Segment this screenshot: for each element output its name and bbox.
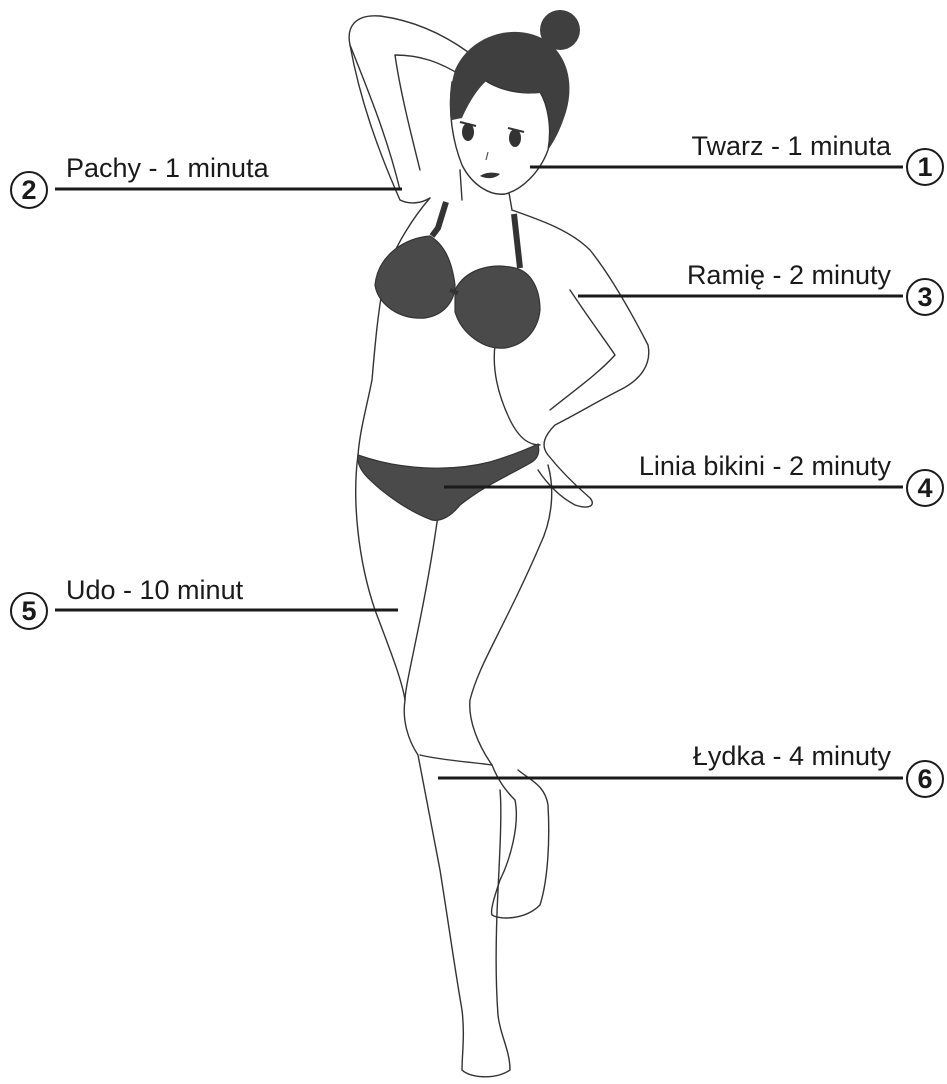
callout-label-face: Twarz - 1 minuta: [691, 133, 891, 160]
bikini-top: [375, 202, 540, 348]
callout-number-5: 5: [10, 592, 48, 630]
callout-number-3: 3: [906, 278, 944, 316]
callout-label-armpits: Pachy - 1 minuta: [66, 155, 269, 182]
callout-number-6: 6: [906, 760, 944, 798]
callout-label-thigh: Udo - 10 minut: [66, 577, 243, 604]
callout-label-shoulder: Ramię - 2 minuty: [687, 262, 891, 289]
bikini-bottom: [358, 444, 539, 520]
callout-label-bikini-line: Linia bikini - 2 minuty: [639, 453, 891, 480]
callout-number-1: 1: [906, 148, 944, 186]
callout-label-calf: Łydka - 4 minuty: [693, 743, 891, 770]
callout-number-4: 4: [906, 469, 944, 507]
callout-number-2: 2: [10, 171, 48, 209]
